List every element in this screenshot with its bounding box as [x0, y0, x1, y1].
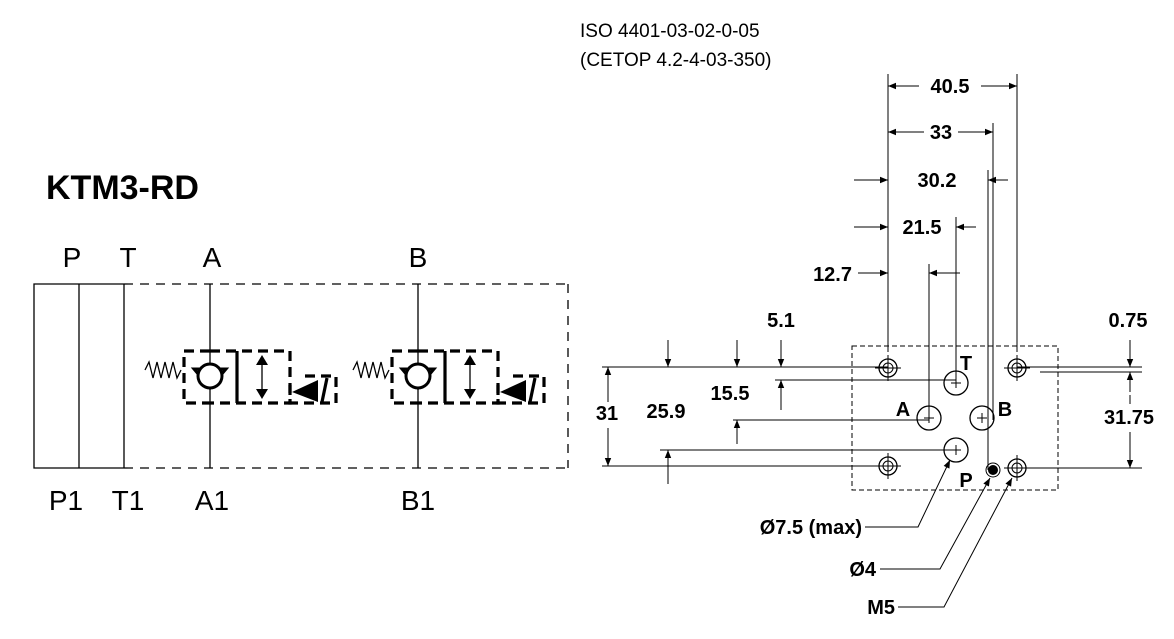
callout-port-diameter: Ø7.5 (max): [760, 517, 862, 539]
hydraulic-symbol: P T A B P1 T1 A1 B1: [33, 242, 569, 516]
fixing-hole-bottom-right: [1004, 455, 1030, 481]
port-letter-p: P: [959, 470, 972, 492]
callout-pin-diameter: Ø4: [849, 559, 877, 581]
pilot-check-valve-b: [352, 349, 546, 405]
port-a-hole: [916, 405, 942, 431]
dim-5-1: 5.1: [767, 310, 795, 332]
model-title: KTM3-RD: [46, 169, 199, 207]
mounting-interface: 40.5 33 30.2 21.5 12.7 5.1 15.5 25.9 31 …: [592, 71, 1162, 619]
port-label-t: T: [119, 242, 136, 273]
dim-31: 31: [596, 403, 618, 425]
fixing-hole-bottom-left: [875, 453, 901, 479]
dim-25-9: 25.9: [647, 401, 686, 423]
interface-outline: [851, 345, 1059, 491]
dim-30-2: 30.2: [918, 170, 957, 192]
iso-standard-line1: ISO 4401-03-02-0-05: [580, 21, 760, 42]
port-label-t1: T1: [112, 485, 145, 516]
check-ball-icon: [404, 362, 432, 390]
port-label-p1: P1: [49, 485, 83, 516]
port-letter-b: B: [998, 399, 1012, 421]
pilot-check-valve-a: [144, 349, 338, 405]
port-t-hole: [943, 370, 969, 396]
spring-icon: [352, 360, 390, 380]
dim-33: 33: [930, 122, 952, 144]
port-letter-a: A: [896, 399, 910, 421]
locating-pin-hole: [985, 462, 1001, 478]
port-b-hole: [969, 405, 995, 431]
dim-21-5: 21.5: [903, 217, 942, 239]
dim-12-7: 12.7: [813, 264, 852, 286]
iso-standard-line2: (CETOP 4.2-4-03-350): [580, 50, 772, 71]
port-label-p: P: [63, 242, 82, 273]
dim-15-5: 15.5: [711, 383, 750, 405]
port-label-a: A: [203, 242, 222, 273]
port-label-a1: A1: [195, 485, 229, 516]
port-p-hole: [943, 437, 969, 463]
dim-31-75: 31.75: [1104, 407, 1154, 429]
port-label-b1: B1: [401, 485, 435, 516]
spring-icon: [144, 360, 182, 380]
callout-thread: M5: [867, 597, 895, 619]
dim-0-75: 0.75: [1109, 310, 1148, 332]
port-label-b: B: [409, 242, 428, 273]
fixing-hole-top-left: [875, 355, 901, 381]
dim-40-5: 40.5: [931, 76, 970, 98]
port-letter-t: T: [960, 353, 972, 375]
check-ball-icon: [196, 362, 224, 390]
fixing-hole-top-right: [1004, 355, 1030, 381]
